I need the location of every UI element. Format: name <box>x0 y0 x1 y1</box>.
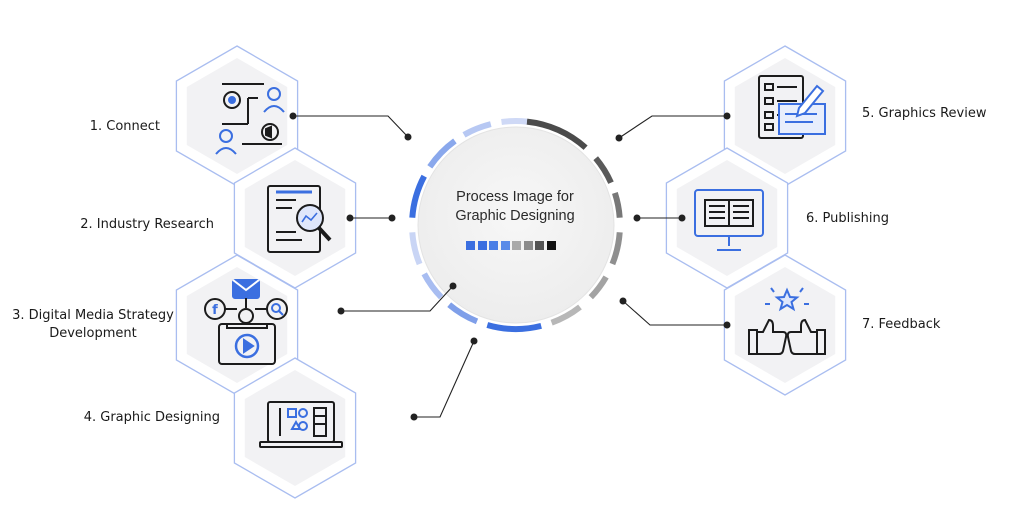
connector-dot <box>615 134 623 142</box>
ring-segment <box>526 118 588 150</box>
connector-step-3 <box>341 285 454 312</box>
connector-dot <box>470 337 478 345</box>
color-swatch <box>477 241 487 250</box>
connector-dot <box>678 214 686 222</box>
color-swatch <box>535 241 544 250</box>
color-swatch <box>523 241 533 250</box>
color-swatch <box>500 241 510 250</box>
ring-segment <box>462 121 492 138</box>
step-label-1-text: 1. Connect <box>89 119 160 134</box>
connector-step-4 <box>414 340 475 418</box>
review-icon <box>758 75 826 139</box>
color-swatch <box>546 241 556 250</box>
connector-dot <box>619 297 627 305</box>
step-label-3: 3. Digital Media Strategy Development <box>9 307 177 343</box>
ring-segment <box>447 302 479 325</box>
ring-segment <box>588 275 609 300</box>
connector-dot <box>633 214 641 222</box>
color-swatch <box>466 241 475 250</box>
connector-dot <box>410 413 418 421</box>
connector-dot <box>449 282 457 290</box>
feedback-icon <box>748 287 826 355</box>
connector-dot <box>388 214 396 222</box>
connector-dot <box>404 133 412 141</box>
step-label-3-line-1: 3. Digital Media Strategy <box>12 308 174 323</box>
ring-segment <box>612 191 623 218</box>
ring-segment <box>550 304 582 326</box>
connect-icon <box>215 83 285 155</box>
ring-segment <box>501 118 528 125</box>
step-label-5-text: 5. Graphics Review <box>862 106 987 121</box>
center-circle <box>409 118 623 332</box>
ring-segment <box>609 232 623 266</box>
ring-segment <box>593 156 614 184</box>
laptop-design-icon <box>259 401 343 448</box>
step-label-5: 5. Graphics Review <box>862 105 986 123</box>
connector-step-5 <box>618 115 727 139</box>
ring-segment <box>486 322 542 332</box>
step-label-7-text: 7. Feedback <box>862 317 941 332</box>
connector-dot <box>346 214 354 222</box>
step-label-4: 4. Graphic Designing <box>84 409 220 427</box>
connector-dots <box>289 112 731 421</box>
connector-dot <box>289 112 297 120</box>
step-label-2-text: 2. Industry Research <box>80 217 214 232</box>
step-label-6: 6. Publishing <box>806 210 889 228</box>
connector-step-1 <box>293 115 409 138</box>
step-label-2: 2. Industry Research <box>80 216 214 234</box>
connector-step-7 <box>622 300 727 326</box>
connector-dot <box>723 321 731 329</box>
step-label-6-text: 6. Publishing <box>806 211 889 226</box>
step-label-3-line-2: Development <box>49 326 137 341</box>
step-label-7: 7. Feedback <box>862 316 940 334</box>
svg-text:f: f <box>212 303 218 318</box>
connector-lines <box>293 115 727 418</box>
ring-segment <box>427 138 457 169</box>
segmented-ring <box>409 118 623 332</box>
ring-segment <box>421 272 444 300</box>
connector-dot <box>723 112 731 120</box>
color-swatch <box>512 241 521 250</box>
digital-media-icon: f <box>204 279 288 365</box>
center-title-line-2: Graphic Designing <box>455 208 575 224</box>
color-swatch <box>489 241 498 250</box>
center-title-line-1: Process Image for <box>456 189 574 205</box>
center-title: Process Image for Graphic Designing <box>430 188 600 226</box>
connector-dot <box>337 307 345 315</box>
ring-segment <box>409 232 423 266</box>
step-label-1: 1. Connect <box>90 118 160 136</box>
publishing-icon <box>694 189 764 251</box>
research-icon <box>267 185 332 253</box>
ring-segment <box>409 174 427 218</box>
step-label-4-text: 4. Graphic Designing <box>83 410 220 425</box>
